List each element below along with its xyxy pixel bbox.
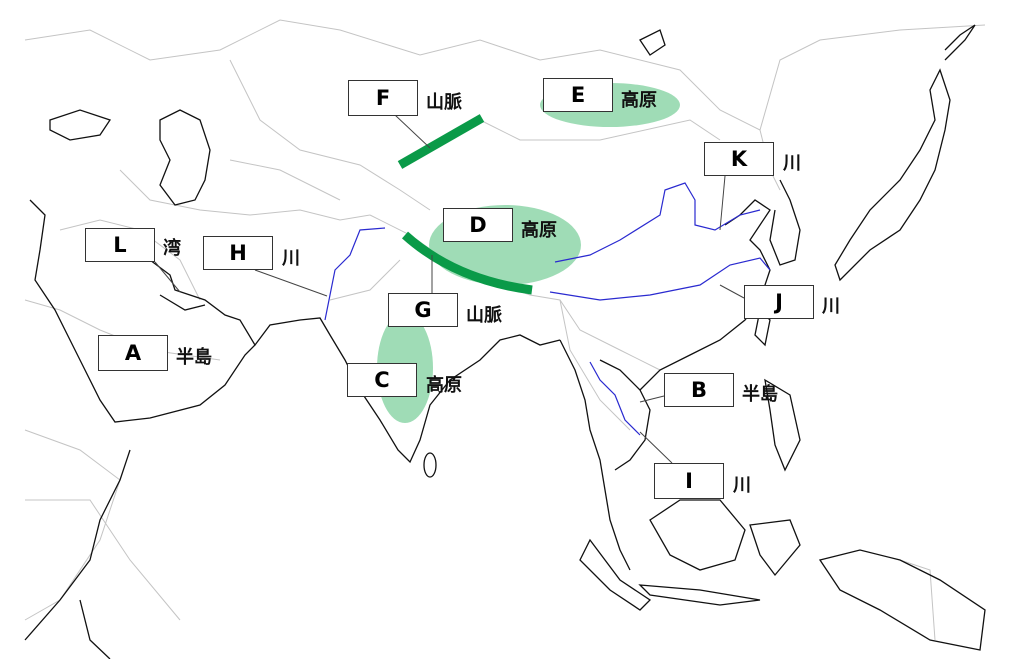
label-box-a: A	[98, 335, 168, 371]
label-box-f: F	[348, 80, 418, 116]
label-box-c: C	[347, 363, 417, 397]
label-suffix-d: 高原	[521, 220, 557, 241]
leader-lines	[154, 114, 745, 464]
label-box-b: B	[664, 373, 734, 407]
mountain-ranges	[397, 114, 533, 295]
label-suffix-b: 半島	[742, 384, 778, 405]
label-suffix-f: 山脈	[426, 92, 462, 113]
river-k-huang	[554, 182, 761, 263]
coastlines	[24, 24, 986, 659]
river-i-mekong	[589, 361, 641, 436]
label-box-k: K	[704, 142, 774, 176]
label-suffix-l: 湾	[163, 238, 181, 259]
label-suffix-k: 川	[783, 153, 801, 174]
label-box-l: L	[85, 228, 155, 262]
label-suffix-j: 川	[822, 296, 840, 317]
country-borders	[24, 19, 986, 641]
river-j-yangtze	[549, 257, 771, 301]
label-box-h: H	[203, 236, 273, 270]
label-suffix-g: 山脈	[466, 305, 502, 326]
mountain-f	[397, 114, 485, 169]
mountain-g	[401, 231, 533, 295]
label-suffix-h: 川	[282, 248, 300, 269]
label-suffix-i: 川	[733, 475, 751, 496]
rivers	[324, 182, 771, 436]
label-suffix-e: 高原	[621, 90, 657, 111]
river-h-indus	[324, 227, 386, 321]
label-box-g: G	[388, 293, 458, 327]
label-box-e: E	[543, 78, 613, 112]
label-box-d: D	[443, 208, 513, 242]
label-suffix-a: 半島	[176, 347, 212, 368]
label-suffix-c: 高原	[426, 375, 462, 396]
label-box-i: I	[654, 463, 724, 499]
label-box-j: J	[744, 285, 814, 319]
